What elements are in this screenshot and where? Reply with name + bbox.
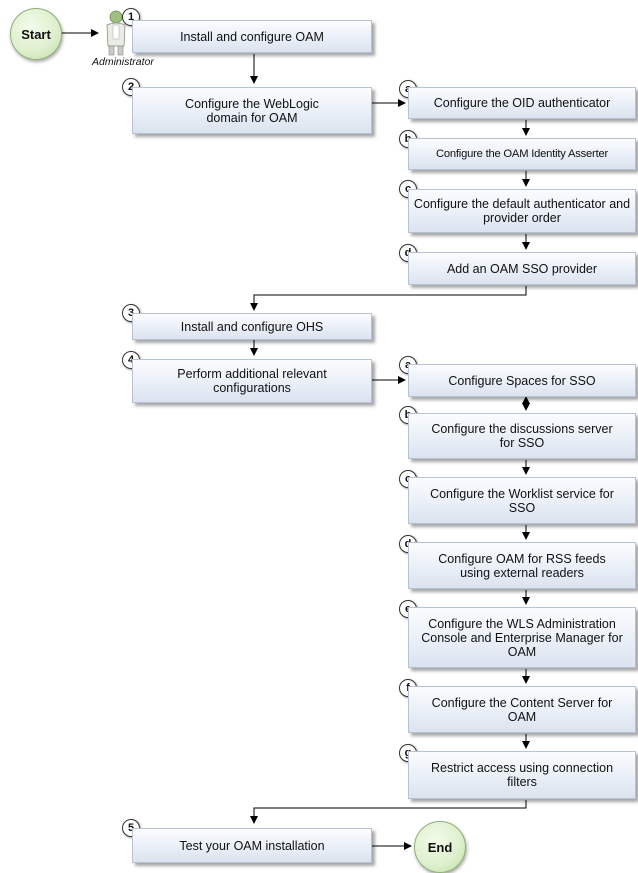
start-node: Start [10, 8, 62, 60]
step-2b-box: Configure the OAM Identity Asserter [408, 138, 636, 170]
step-4a-label: Configure Spaces for SSO [448, 373, 596, 388]
step-3-box: Install and configure OHS [132, 313, 372, 340]
step-4g-box: Restrict access using connection filters [408, 751, 636, 799]
step-2a-box: Configure the OID authenticator [408, 87, 636, 119]
step-4f-label: Configure the Content Server for OAM [431, 695, 613, 724]
step-2-label: Configure the WebLogic domain for OAM [185, 96, 319, 125]
end-node: End [414, 821, 466, 873]
step-2d-label: Add an OAM SSO provider [446, 261, 598, 276]
step-4b-box: Configure the discussions server for SSO [408, 413, 636, 459]
administrator-label: Administrator [92, 56, 154, 68]
step-4-label: Perform additional relevant configuratio… [177, 367, 327, 395]
arrow-2d-to-3 [250, 286, 527, 311]
step-2a-label: Configure the OID authenticator [433, 96, 611, 110]
start-label: Start [21, 26, 51, 42]
step-4e-label: Configure the WLS Administration Console… [421, 616, 623, 659]
arrow-4g-to-5 [250, 800, 527, 824]
step-4d-label: Configure OAM for RSS feeds using extern… [438, 551, 606, 580]
step-2-box: Configure the WebLogic domain for OAM [132, 87, 372, 134]
end-label: End [427, 839, 453, 855]
step-2c-label: Configure the default authenticator and … [413, 197, 631, 225]
step-4d-box: Configure OAM for RSS feeds using extern… [408, 542, 636, 589]
step-1-box: Install and configure OAM [132, 20, 372, 53]
step-1-label: Install and configure OAM [180, 29, 324, 44]
step-4a-box: Configure Spaces for SSO [408, 364, 636, 397]
step-2c-box: Configure the default authenticator and … [408, 189, 636, 233]
step-5-label: Test your OAM installation [179, 838, 325, 853]
step-4f-box: Configure the Content Server for OAM [408, 686, 636, 733]
step-5-box: Test your OAM installation [132, 828, 372, 863]
administrator-person-icon [106, 10, 126, 56]
step-4c-box: Configure the Worklist service for SSO [408, 477, 636, 524]
step-3-label: Install and configure OHS [180, 319, 324, 334]
step-2b-label: Configure the OAM Identity Asserter [435, 148, 609, 160]
step-4g-label: Restrict access using connection filters [430, 761, 614, 789]
step-4-box: Perform additional relevant configuratio… [132, 359, 372, 403]
step-4c-label: Configure the Worklist service for SSO [430, 486, 614, 515]
step-4e-box: Configure the WLS Administration Console… [408, 607, 636, 668]
step-2d-box: Add an OAM SSO provider [408, 252, 636, 285]
step-4b-label: Configure the discussions server for SSO [431, 422, 613, 450]
